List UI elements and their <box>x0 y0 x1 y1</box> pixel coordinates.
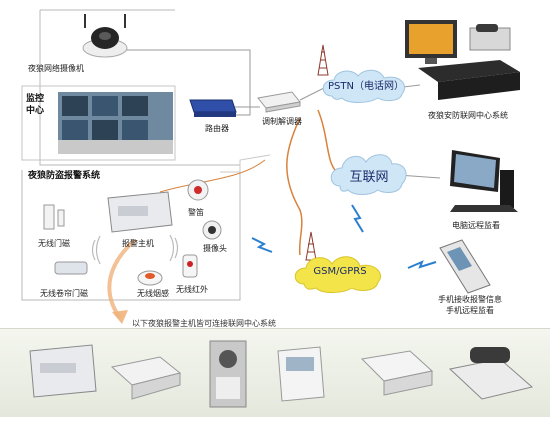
phone-alarm-label: 手机接收报警信息 <box>438 295 502 304</box>
mobile-phone-icon <box>439 239 491 294</box>
alarm-host-c-icon <box>209 340 247 408</box>
siren-label: 警笛 <box>188 208 204 217</box>
modem-icon <box>257 91 301 113</box>
wireless-signal-icon <box>91 234 179 265</box>
pstn-tower-icon <box>317 44 329 76</box>
internet-cloud: 互联网 <box>328 150 410 198</box>
pir-sensor-icon <box>182 254 198 278</box>
modem-label: 调制解调器 <box>262 117 302 126</box>
gsm-cloud: GSM/GPRS <box>290 252 390 294</box>
bottom-note: 以下夜狼报警主机皆可连接联网中心系统 <box>132 319 276 328</box>
rolling-door-sensor-icon <box>54 261 88 275</box>
alarm-system-label: 夜狼防盗报警系统 <box>28 171 101 181</box>
door-sensor-icon <box>43 204 65 230</box>
rolling-door-sensor-label: 无线卷帘门磁 <box>40 289 88 298</box>
pir-sensor-label: 无线红外 <box>176 285 208 294</box>
security-center-label: 夜狼安防联网中心系统 <box>428 111 508 120</box>
camera-label: 夜狼网络摄像机 <box>28 64 84 73</box>
small-camera-label: 摄像头 <box>203 244 227 253</box>
gsm-label: GSM/GPRS <box>313 266 367 277</box>
pc-monitor-label: 电脑远程监看 <box>452 221 500 230</box>
router-label: 路由器 <box>205 124 229 133</box>
siren-icon <box>187 179 209 201</box>
network-camera-icon <box>82 14 128 58</box>
small-camera-icon <box>202 220 222 240</box>
pstn-label: PSTN（电话网） <box>328 81 404 92</box>
product-lineup <box>0 328 550 417</box>
pc-monitor-icon <box>450 150 518 212</box>
alarm-host-icon <box>107 191 173 233</box>
phone-monitor-label: 手机远程监看 <box>446 306 494 315</box>
center-server-icon <box>405 20 520 100</box>
smoke-detector-label: 无线烟感 <box>137 289 169 298</box>
alarm-host-b-icon <box>110 356 182 400</box>
pstn-cloud: PSTN（电话网） <box>318 66 414 106</box>
door-sensor-label: 无线门磁 <box>38 239 70 248</box>
monitor-center-label: 监控 中心 <box>26 94 45 116</box>
alarm-host-f-icon <box>448 347 534 400</box>
alarm-host-e-icon <box>360 350 434 396</box>
alarm-host-label: 报警主机 <box>122 239 154 248</box>
router-icon <box>189 99 237 117</box>
alarm-host-a-icon <box>29 344 97 398</box>
alarm-host-d-icon <box>277 346 325 402</box>
monitor-center-photo <box>58 92 173 154</box>
smoke-detector-icon <box>137 270 163 286</box>
product-images <box>29 340 534 408</box>
internet-label: 互联网 <box>349 170 389 185</box>
